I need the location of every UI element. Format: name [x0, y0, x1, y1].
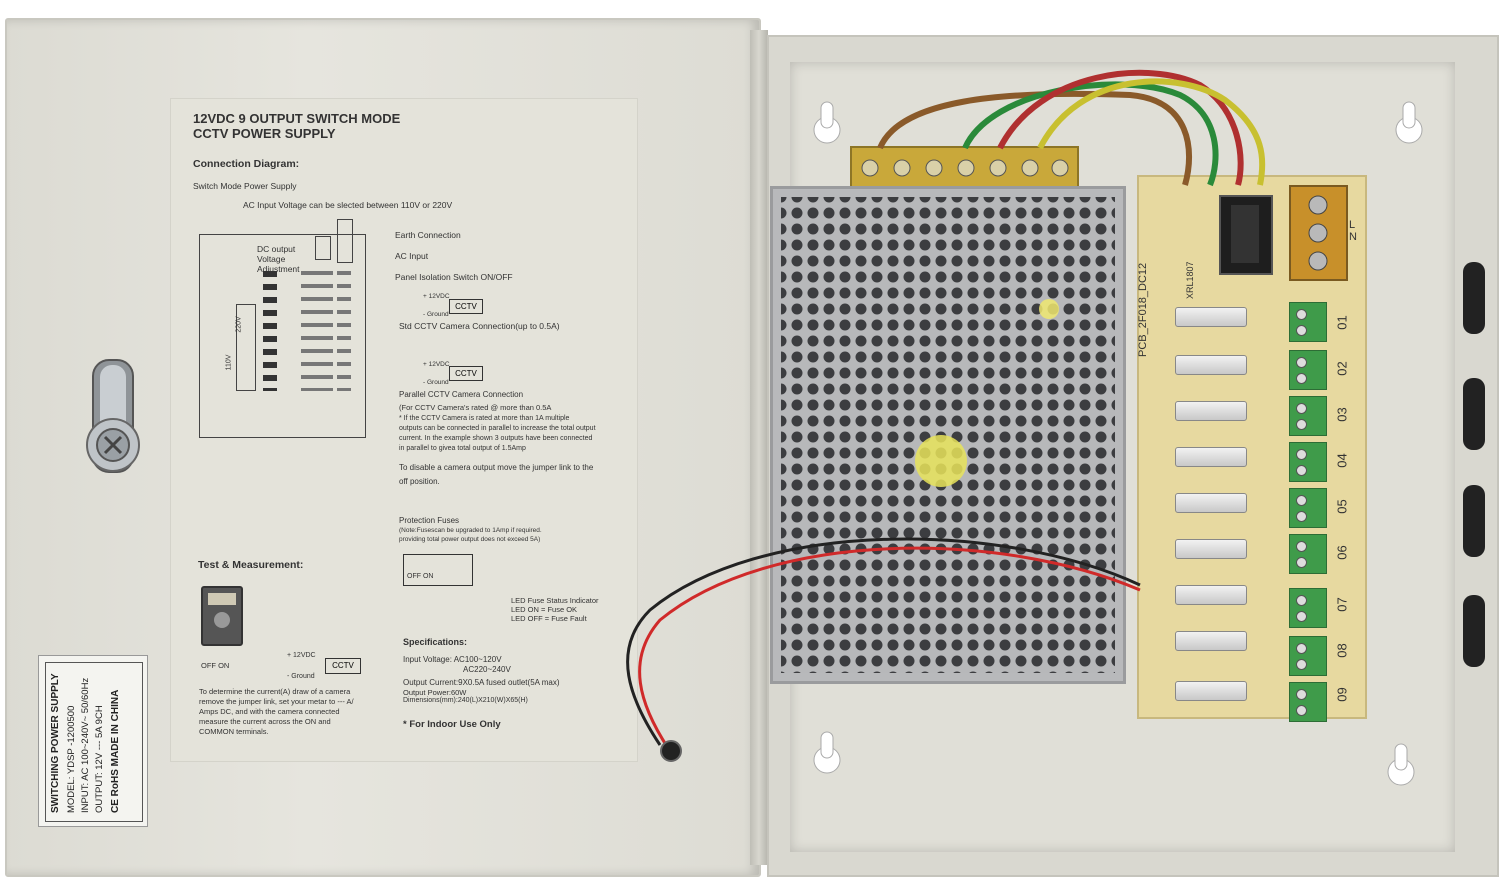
output-terminal: [1289, 682, 1327, 722]
fuse: [1175, 585, 1247, 605]
ground-b: - Ground: [423, 379, 449, 386]
door-hinge-edge: [750, 30, 768, 865]
keyhole-icon: [813, 731, 841, 774]
measure-1: To determine the current(A) draw of a ca…: [199, 687, 351, 696]
fuse: [1175, 631, 1247, 651]
dc-adjust-1: DC output: [257, 244, 296, 254]
nt-terminal-diagram: [337, 219, 353, 263]
spec-2: AC220~240V: [463, 665, 511, 674]
psu-module: [770, 186, 1126, 684]
fuse: [1175, 539, 1247, 559]
cable-grommet: [1463, 485, 1485, 557]
std-conn-text: Std CCTV Camera Connection(up to 0.5A): [399, 321, 560, 331]
jumper-detail-box: [403, 554, 473, 586]
output-terminal: [1289, 396, 1327, 436]
cable-grommet: [1463, 262, 1485, 334]
indoor-use: * For Indoor Use Only: [403, 719, 501, 730]
ground-c: - Ground: [287, 673, 315, 680]
power-switch[interactable]: [1219, 195, 1273, 275]
distribution-pcb: L N PCB_2F018_DC12 XRL1807 01 02 03 04 0…: [1137, 175, 1367, 722]
disable-1: To disable a camera output move the jump…: [399, 463, 594, 472]
plus12-c: + 12VDC: [287, 652, 316, 659]
output-column-diagram: [337, 271, 351, 391]
parallel-4: outputs can be connected in parallel to …: [399, 425, 596, 432]
fuses-3: providing total power output does not ex…: [399, 536, 541, 543]
cctv-box-a: CCTV: [449, 299, 483, 314]
output-terminal: [1289, 636, 1327, 676]
parallel-2: (For CCTV Camera's rated @ more than 0.5…: [399, 403, 552, 412]
fuse: [1175, 355, 1247, 375]
rating-sticker: SWITCHING POWER SUPPLY MODEL: YDSP -1200…: [38, 655, 148, 827]
fuse: [1175, 493, 1247, 513]
label-title-2: CCTV POWER SUPPLY: [193, 126, 336, 141]
cctv-box-b: CCTV: [449, 366, 483, 381]
ground-a: - Ground: [423, 311, 449, 318]
fuse: [1175, 447, 1247, 467]
off-on-a: OFF ON: [201, 661, 230, 670]
smps-text: Switch Mode Power Supply: [193, 181, 297, 191]
output-terminal: [1289, 302, 1327, 342]
ac-input-text: AC Input: [395, 251, 429, 261]
label-title-1: 12VDC 9 OUTPUT SWITCH MODE: [193, 111, 401, 126]
measure-3: Amps DC, and with the camera connected: [199, 707, 340, 716]
led-1: LED Fuse Status Indicator: [511, 596, 599, 605]
ln-label: L N: [1349, 219, 1357, 243]
led-2: LED ON = Fuse OK: [511, 605, 578, 614]
fuse: [1175, 307, 1247, 327]
connection-diagram-heading: Connection Diagram:: [193, 158, 300, 170]
output-terminal: [1289, 588, 1327, 628]
spec-title: Specifications:: [403, 637, 468, 647]
output-terminal: [1289, 488, 1327, 528]
output-terminal: [1289, 534, 1327, 574]
plus12-a: + 12VDC: [423, 293, 450, 300]
measure-4: measure the current across the ON and: [199, 717, 331, 726]
test-heading: Test & Measurement:: [198, 559, 304, 571]
disable-2: off position.: [399, 477, 440, 486]
panel-switch-text: Panel Isolation Switch ON/OFF: [395, 272, 513, 282]
voltage-selector-diagram: [236, 304, 256, 391]
parallel-1: Parallel CCTV Camera Connection: [399, 390, 524, 399]
fuse: [1175, 401, 1247, 421]
earth-text: Earth Connection: [395, 230, 461, 240]
spec-1: Input Voltage: AC100~120V: [403, 655, 502, 664]
fuse-column-diagram: [301, 271, 333, 391]
led-3: LED OFF = Fuse Fault: [511, 614, 587, 623]
dc-adjust-2: Voltage: [257, 254, 286, 264]
measure-2: remove the jumper link, set your metar t…: [199, 697, 354, 706]
keyhole-icon: [1395, 101, 1423, 144]
off-on-b: OFF ON: [407, 573, 434, 580]
cable-grommet: [1463, 378, 1485, 450]
measure-5: COMMON terminals.: [199, 727, 269, 736]
fuses-2: (Note:Fusescan be upgraded to 1Amp if re…: [399, 527, 542, 534]
switch-diagram: [315, 236, 331, 260]
ac-select-text: AC Input Voltage can be slected between …: [243, 200, 453, 210]
plus12-b: + 12VDC: [423, 361, 450, 368]
cable-grommet: [1463, 595, 1485, 667]
output-terminal: [1289, 442, 1327, 482]
cam-lock-icon[interactable]: [78, 355, 168, 485]
psu-terminal-block: [850, 146, 1079, 192]
spec-3: Output Current:9X0.5A fused outlet(5A ma…: [403, 678, 560, 687]
parallel-3: * If the CCTV Camera is rated at more th…: [399, 415, 570, 422]
fuses-1: Protection Fuses: [399, 516, 460, 525]
parallel-6: in parallel to givea total output of 1.5…: [399, 445, 526, 452]
ac-input-terminal: [1289, 185, 1348, 281]
spec-4: Output Power:60W: [403, 688, 467, 697]
psu-diagram-box: [199, 234, 366, 438]
fuse: [1175, 681, 1247, 701]
spec-5: Dimensions(mm):240(L)X210(W)X65(H): [403, 697, 528, 704]
jumper-column-diagram: [263, 271, 277, 391]
cable-exit-grommet: [660, 740, 682, 762]
cctv-box-c: CCTV: [325, 658, 361, 674]
dc-adjust-3: Adjustment: [257, 264, 300, 274]
multimeter-icon: [201, 586, 243, 646]
output-terminal: [1289, 350, 1327, 390]
keyhole-icon: [813, 101, 841, 144]
parallel-5: current. In the example shown 3 outputs …: [399, 435, 593, 442]
instruction-label: 12VDC 9 OUTPUT SWITCH MODE CCTV POWER SU…: [170, 98, 638, 762]
keyhole-icon: [1387, 743, 1415, 786]
